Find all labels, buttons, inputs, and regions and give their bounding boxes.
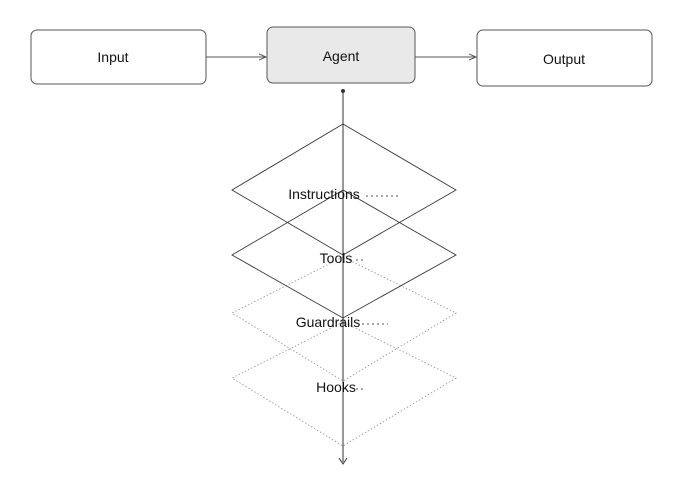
input-node: Input (30, 29, 207, 85)
axis-top-dot (341, 89, 345, 93)
agent-node: Agent (266, 26, 416, 84)
layer-label-hooks: Hooks (316, 379, 356, 395)
layer-hooks-diamond (231, 321, 457, 447)
agent-node-label: Agent (323, 48, 360, 64)
layer-stack (231, 123, 457, 447)
layer-label-instructions: Instructions (288, 186, 360, 202)
layer-label-guardrails: Guardrails (296, 314, 361, 330)
input-node-label: Input (97, 49, 128, 65)
axis-bottom-arrow-icon (338, 457, 348, 465)
layer-label-tools: Tools (320, 250, 353, 266)
output-node-label: Output (543, 51, 585, 67)
layer-guardrails-diamond (231, 256, 457, 382)
output-node: Output (476, 29, 653, 87)
